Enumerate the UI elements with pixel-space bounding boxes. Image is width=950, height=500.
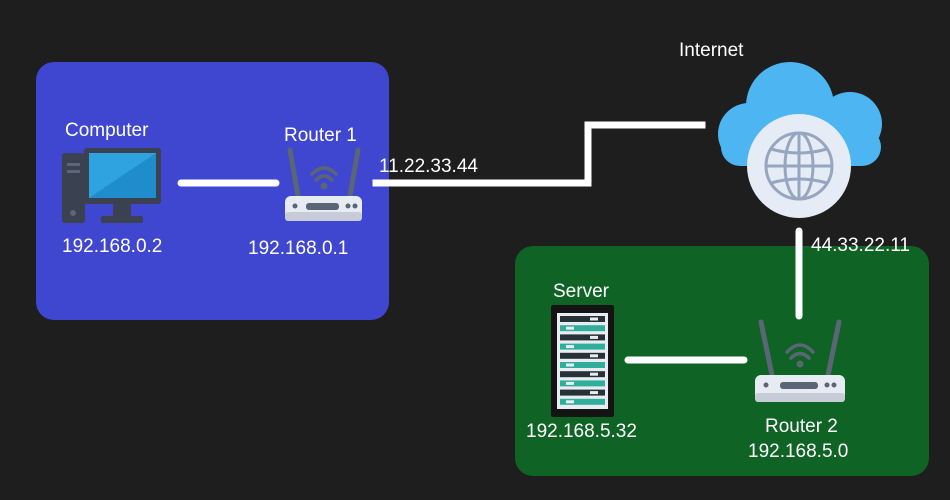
internet-cloud-icon bbox=[718, 62, 882, 218]
router-2-lan-ip: 192.168.5.0 bbox=[748, 441, 849, 462]
router-2-label: Router 2 bbox=[765, 416, 838, 437]
computer-icon bbox=[62, 148, 161, 223]
internet-label: Internet bbox=[679, 40, 744, 61]
computer-ip-address: 192.168.0.2 bbox=[62, 236, 163, 257]
router-2-wan-ip: 44.33.22.11 bbox=[811, 235, 910, 256]
server-ip-address: 192.168.5.32 bbox=[526, 421, 637, 442]
router-2-icon bbox=[755, 319, 845, 402]
router-1-label: Router 1 bbox=[284, 125, 357, 146]
server-label: Server bbox=[553, 281, 609, 302]
router-1-icon bbox=[285, 147, 362, 221]
link-router1-internet bbox=[372, 121, 706, 187]
server-rack-icon bbox=[551, 305, 614, 417]
computer-label: Computer bbox=[65, 120, 149, 141]
router-1-wan-ip: 11.22.33.44 bbox=[379, 156, 478, 177]
router-1-lan-ip: 192.168.0.1 bbox=[248, 238, 349, 259]
